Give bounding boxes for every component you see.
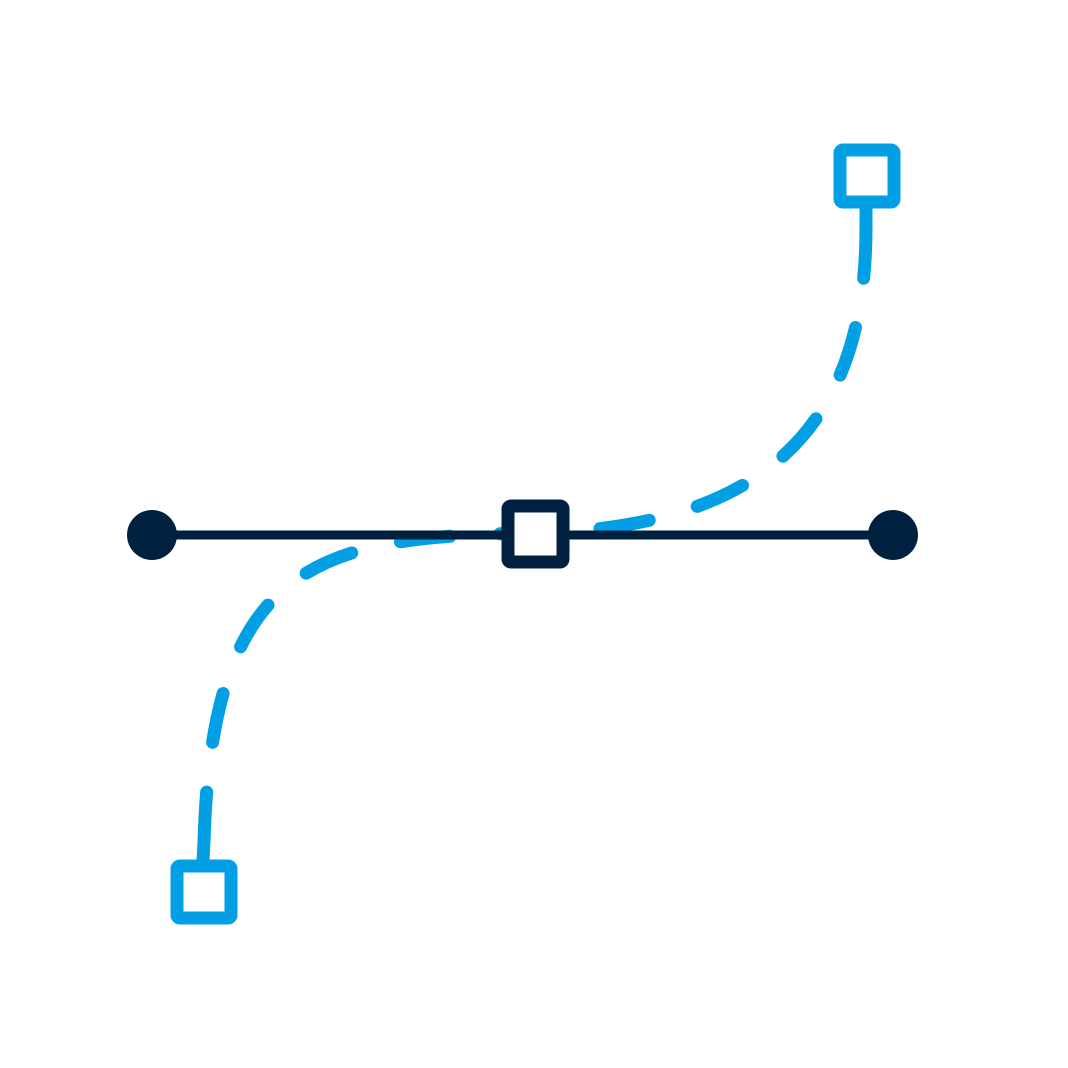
left-endpoint-icon[interactable] bbox=[127, 510, 177, 560]
lower-handle-connector bbox=[196, 835, 211, 867]
upper-control-handle-icon[interactable] bbox=[833, 143, 901, 209]
anchor-point-icon[interactable] bbox=[501, 499, 570, 569]
right-endpoint-icon[interactable] bbox=[868, 510, 918, 560]
lower-control-handle-icon[interactable] bbox=[170, 859, 238, 925]
